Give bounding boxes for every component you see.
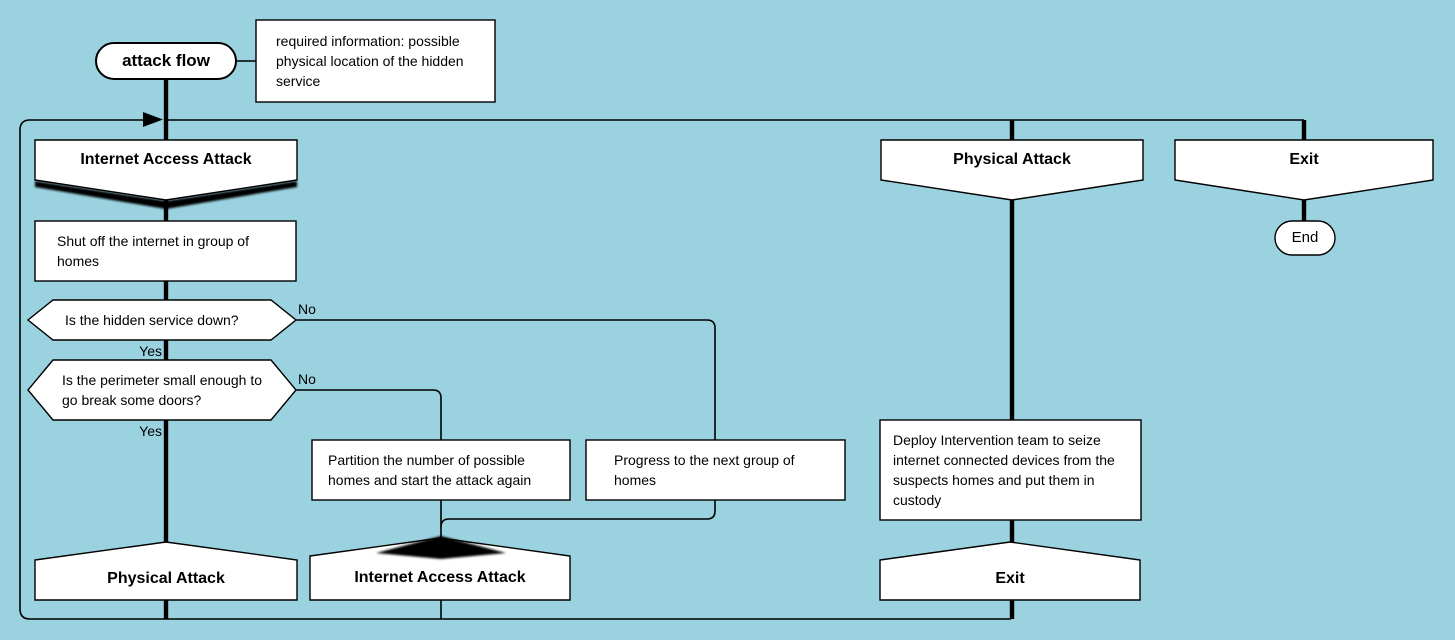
process-deploy-shape bbox=[879, 419, 1142, 521]
node-shapes bbox=[26, 19, 1434, 601]
loop-back-line bbox=[19, 119, 1011, 620]
edge-label-hex1-yes: Yes bbox=[139, 343, 162, 359]
branch-physical-attack: Physical Attack bbox=[953, 151, 1071, 168]
ref-internet-access-attack-bottom-shape bbox=[309, 537, 571, 601]
process-partition-homes: Partition the number of possible homes a… bbox=[328, 452, 532, 488]
branch-physical-attack-top-shape bbox=[880, 139, 1144, 201]
branch-internet-access-attack-shape bbox=[34, 139, 298, 201]
branch-internet-access-attack: Internet Access Attack bbox=[80, 151, 252, 168]
start-node: attack flow bbox=[122, 51, 210, 70]
ref-exit-bottom-shape bbox=[879, 541, 1141, 601]
start-shape bbox=[95, 42, 237, 80]
iaa-bottom-shadow bbox=[376, 536, 506, 559]
process-partition-shape bbox=[311, 439, 571, 501]
process-shut-off-shape bbox=[34, 220, 297, 282]
ref-internet-access-attack-bottom: Internet Access Attack bbox=[354, 569, 526, 586]
decision-hidden-service-shape bbox=[26, 299, 298, 341]
ref-exit-bottom: Exit bbox=[995, 570, 1025, 587]
hex2-no-line bbox=[296, 389, 442, 619]
process-progress-shape bbox=[585, 439, 846, 501]
note-box-shape bbox=[255, 19, 496, 103]
hex1-no-line bbox=[296, 319, 716, 528]
iaa-top-shadow bbox=[35, 181, 297, 209]
ref-physical-attack-bottom-shape bbox=[34, 541, 298, 601]
note-box: required information: possible physical … bbox=[276, 33, 464, 89]
decision-perimeter-small: Is the perimeter small enough to go brea… bbox=[62, 372, 262, 408]
process-progress-next-group: Progress to the next group of homes bbox=[614, 452, 795, 488]
edge-label-hex2-no: No bbox=[298, 371, 316, 387]
decision-perimeter-shape bbox=[27, 359, 297, 421]
branch-exit-top-shape bbox=[1174, 139, 1434, 201]
ref-physical-attack-bottom: Physical Attack bbox=[107, 570, 225, 587]
branch-exit: Exit bbox=[1289, 151, 1319, 168]
end-shape bbox=[1274, 220, 1336, 256]
loop-arrowhead-icon bbox=[143, 112, 163, 127]
process-shut-off-internet: Shut off the internet in group of homes bbox=[57, 233, 249, 269]
edge-label-hex2-yes: Yes bbox=[139, 423, 162, 439]
edge-label-hex1-no: No bbox=[298, 301, 316, 317]
process-deploy-intervention: Deploy Intervention team to seize intern… bbox=[893, 432, 1115, 508]
end-node: End bbox=[1291, 229, 1319, 246]
decision-hidden-service-down: Is the hidden service down? bbox=[65, 312, 239, 328]
shape-shadows bbox=[35, 181, 506, 559]
